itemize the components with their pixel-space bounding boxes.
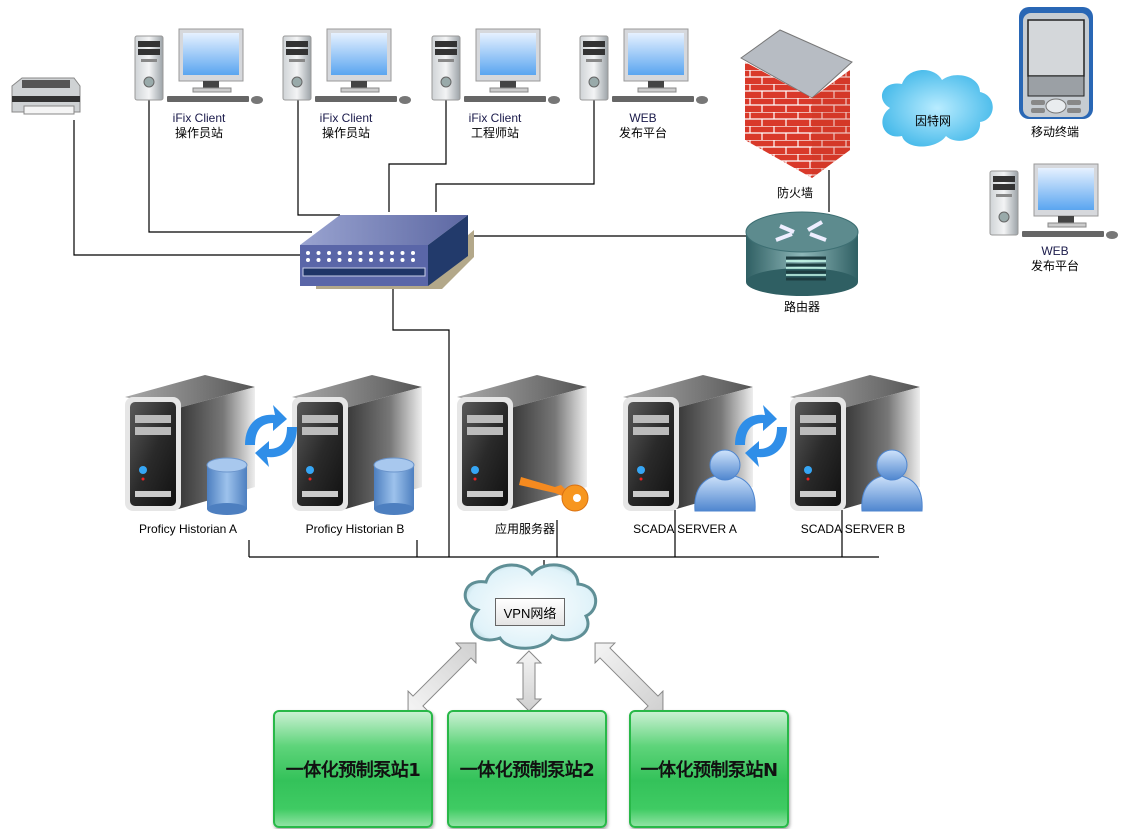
client1-link: [148, 100, 312, 233]
database-icon: [373, 457, 415, 515]
double-arrow-station-n: [594, 642, 664, 712]
client-workstation-1-icon: [134, 28, 263, 104]
server-scada-a[interactable]: [623, 375, 756, 512]
pump-station-n-label: 一体化预制泵站N: [640, 760, 778, 781]
engineer-workstation-icon: [431, 28, 560, 104]
sync-arrows-icon-scada: [735, 405, 787, 467]
server-label-historian-b: Proficy Historian B: [305, 522, 405, 536]
server-historian-a[interactable]: [125, 375, 255, 515]
server-label-historian-a: Proficy Historian A: [138, 522, 238, 536]
database-icon: [206, 457, 248, 515]
vpn-station-arrows: [407, 642, 664, 712]
network-switch-icon: [300, 215, 474, 289]
remote-web-workstation-icon: [989, 163, 1118, 239]
pump-station-2[interactable]: 一体化预制泵站2: [447, 710, 607, 828]
internet-cloud-icon: [881, 69, 993, 147]
server-scada-b[interactable]: [790, 375, 923, 512]
vpn-label: VPN网络: [495, 598, 565, 626]
server-application[interactable]: [457, 375, 589, 512]
double-arrow-station-2: [515, 650, 543, 712]
server-label-app: 应用服务器: [494, 522, 555, 536]
pump-station-2-label: 一体化预制泵站2: [459, 760, 595, 781]
web-link: [435, 100, 595, 212]
connection-lines: [73, 100, 879, 574]
user-icon: [861, 449, 923, 512]
router-icon: [745, 211, 859, 296]
key-icon: [519, 477, 589, 512]
printer-icon: [11, 77, 81, 115]
firewall-icon: [740, 29, 853, 178]
client2-link: [297, 100, 340, 216]
pump-station-1-label: 一体化预制泵站1: [285, 760, 421, 781]
server-label-scada-a: SCADA SERVER A: [633, 522, 737, 536]
mobile-terminal-label: 移动终端: [1030, 125, 1079, 139]
sync-arrows-icon-historian: [245, 405, 297, 467]
client3-link: [388, 100, 447, 212]
printer-link: [73, 120, 300, 256]
client-workstation-2-icon: [282, 28, 411, 104]
web-publish-workstation-icon: [579, 28, 708, 104]
server-historian-b[interactable]: [292, 375, 422, 515]
mobile-terminal-icon: [1019, 7, 1093, 119]
pump-station-1[interactable]: 一体化预制泵站1: [273, 710, 433, 828]
internet-label: 因特网: [915, 114, 952, 128]
server-label-scada-b: SCADA SERVER B: [800, 522, 906, 536]
user-icon: [694, 449, 756, 512]
router-label: 路由器: [783, 300, 820, 314]
double-arrow-station-1: [407, 642, 477, 712]
pump-station-n[interactable]: 一体化预制泵站N: [629, 710, 789, 828]
firewall-label: 防火墙: [776, 186, 813, 200]
switch-server-link: [392, 285, 450, 557]
